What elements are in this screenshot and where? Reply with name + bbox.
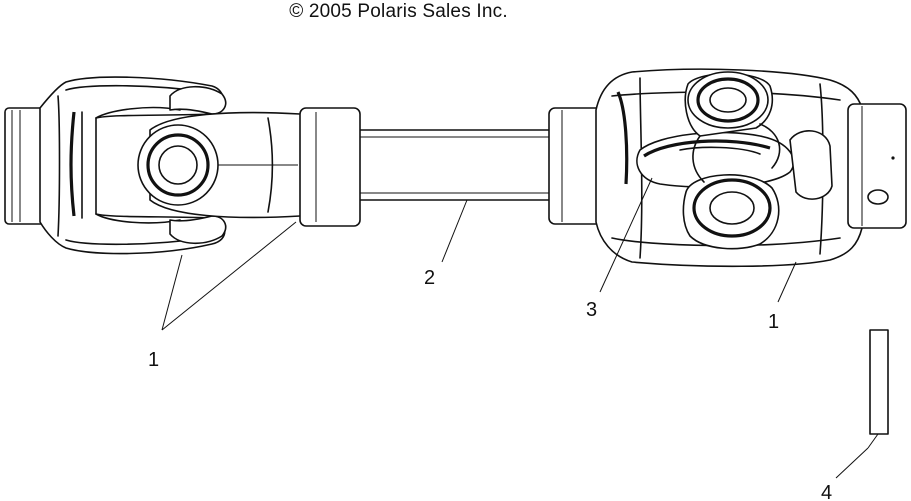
callout-3: 3 <box>586 299 597 321</box>
center-shaft <box>354 129 552 201</box>
leader-lines <box>161 177 879 479</box>
callout-1-left: 1 <box>148 349 159 371</box>
callout-1-right: 1 <box>768 311 779 333</box>
callout-4: 4 <box>821 482 832 501</box>
callout-2: 2 <box>424 267 435 289</box>
right-u-joint <box>548 68 907 268</box>
pin-part <box>869 329 889 435</box>
left-u-joint <box>4 76 361 255</box>
copyright-text: © 2005 Polaris Sales Inc. <box>289 1 508 22</box>
copyright-notice: © 2005 Polaris Sales Inc. <box>0 1 911 23</box>
